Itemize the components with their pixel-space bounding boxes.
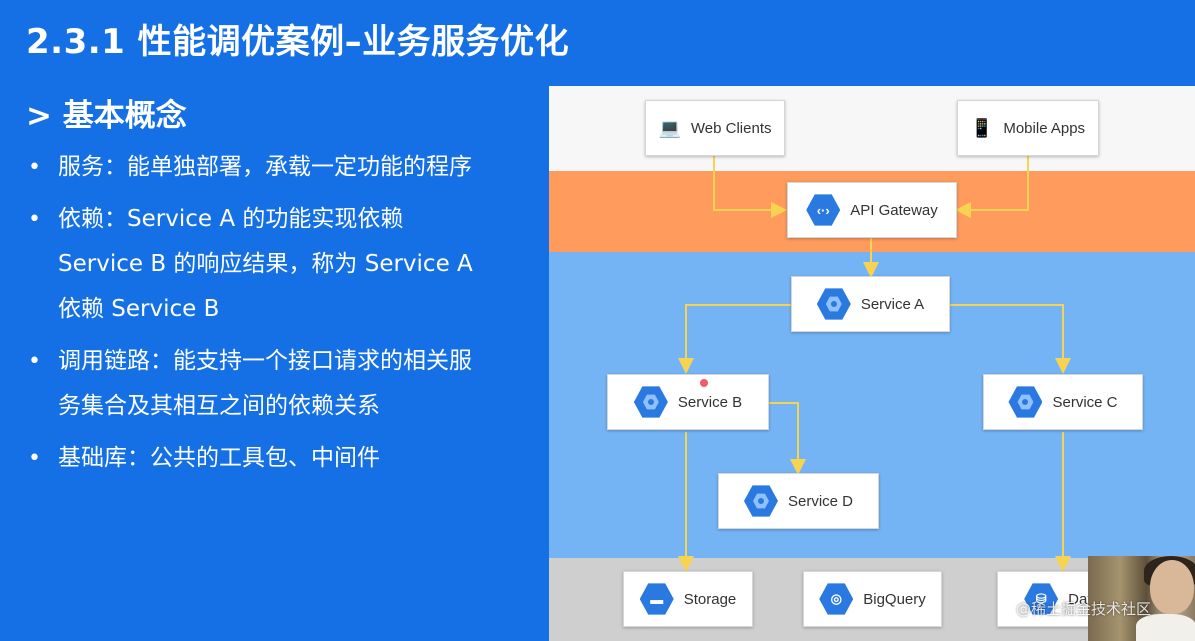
node-service-d[interactable]: Service D [718, 473, 879, 529]
pointer-dot [700, 379, 708, 387]
bullet-dot-icon: • [28, 155, 41, 180]
section-heading: > 基本概念 [26, 98, 187, 134]
storage-hex-icon: ▬ [639, 583, 674, 615]
node-service-b[interactable]: Service B [607, 374, 769, 430]
node-web-clients[interactable]: 💻 Web Clients [645, 100, 785, 156]
bullet-line: 依赖 Service B [58, 296, 220, 322]
service-hex-icon [1008, 386, 1043, 418]
phone-icon: 📱 [970, 117, 994, 138]
node-service-c[interactable]: Service C [983, 374, 1143, 430]
bullet-dot-icon: • [28, 207, 41, 232]
node-label: BigQuery [863, 590, 926, 608]
node-storage[interactable]: ▬ Storage [623, 571, 753, 627]
service-hex-icon [633, 386, 668, 418]
node-service-a[interactable]: Service A [791, 276, 950, 332]
presenter-webcam [1088, 556, 1195, 641]
bullet-dependency: • 依赖：Service A 的功能实现依赖 Service B 的响应结果，称… [28, 197, 528, 332]
bullet-line: 依赖：Service A 的功能实现依赖 [58, 206, 404, 232]
bullet-service: • 服务：能单独部署，承载一定功能的程序 [28, 145, 528, 190]
node-label: API Gateway [850, 201, 938, 219]
api-icon: ‹·› [806, 194, 841, 226]
node-label: Service A [860, 295, 925, 313]
watermark: @稀土掘金技术社区 [1016, 600, 1152, 618]
node-label: Service B [677, 393, 743, 411]
node-label: Web Clients [690, 119, 772, 137]
node-label: Service D [787, 492, 854, 510]
bullet-base-library: • 基础库：公共的工具包、中间件 [28, 436, 528, 481]
node-bigquery[interactable]: ◎ BigQuery [803, 571, 942, 627]
bullet-line: 调用链路：能支持一个接口请求的相关服 [58, 348, 472, 374]
concept-list: • 服务：能单独部署，承载一定功能的程序 • 依赖：Service A 的功能实… [28, 145, 528, 488]
node-label: Storage [683, 590, 737, 608]
slide-title: 2.3.1 性能调优案例–业务服务优化 [26, 22, 570, 62]
bigquery-hex-icon: ◎ [819, 583, 854, 615]
bullet-call-chain: • 调用链路：能支持一个接口请求的相关服 务集合及其相互之间的依赖关系 [28, 339, 528, 429]
bullet-line: 基础库：公共的工具包、中间件 [58, 445, 380, 471]
bullet-dot-icon: • [28, 446, 41, 471]
bullet-line: 服务：能单独部署，承载一定功能的程序 [58, 154, 472, 180]
bullet-line: Service B 的响应结果，称为 Service A [58, 251, 473, 277]
architecture-diagram: 💻 Web Clients 📱 Mobile Apps ‹·› API Gate… [549, 86, 1195, 641]
presenter-face [1150, 560, 1194, 614]
service-hex-icon [816, 288, 851, 320]
node-label: Service C [1052, 393, 1118, 411]
node-label: Mobile Apps [1003, 119, 1086, 137]
service-hex-icon [743, 485, 778, 517]
node-mobile-apps[interactable]: 📱 Mobile Apps [957, 100, 1099, 156]
laptop-icon: 💻 [658, 117, 681, 138]
node-api-gateway[interactable]: ‹·› API Gateway [787, 182, 957, 238]
bullet-dot-icon: • [28, 349, 41, 374]
presenter-shirt [1136, 614, 1195, 641]
bullet-line: 务集合及其相互之间的依赖关系 [58, 393, 380, 419]
